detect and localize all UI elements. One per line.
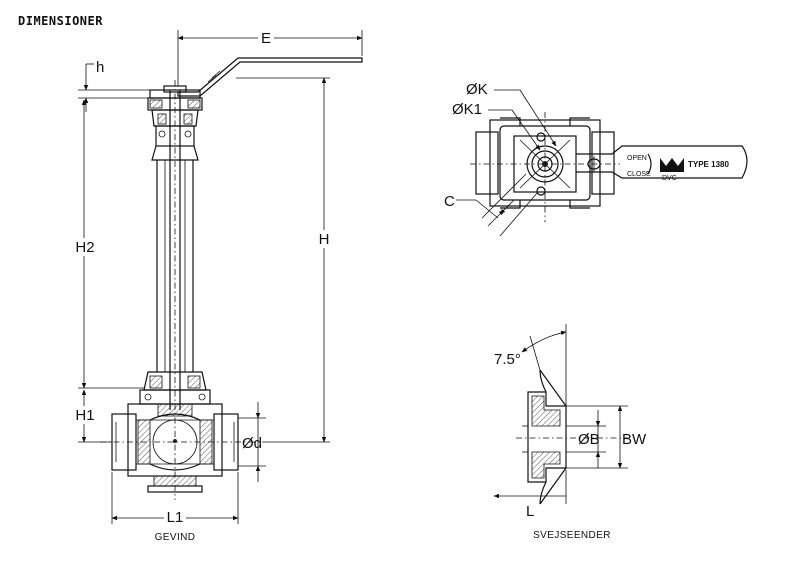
caption-gevind: GEVIND xyxy=(155,532,196,543)
caption-svejseender: SVEJSEENDER xyxy=(533,530,611,541)
handle-open: OPEN xyxy=(627,155,647,162)
dimension-L1: L1 xyxy=(111,472,239,526)
dimension-H: H xyxy=(236,77,334,443)
dimension-H2: H2 xyxy=(72,99,144,389)
dimension-Od: Ød xyxy=(238,402,266,482)
label-OK1: ØK1 xyxy=(452,101,482,118)
handle-brand: DVC xyxy=(662,175,677,182)
top-view: OPEN CLOSE DVC TYPE 1380 ØK ØK1 C xyxy=(444,81,748,237)
dimension-h: h xyxy=(78,59,150,112)
label-OK: ØK xyxy=(466,81,488,98)
handle-type: TYPE 1380 xyxy=(688,160,729,169)
page-title: DIMENSIONER xyxy=(18,14,103,28)
valve-body xyxy=(100,403,262,493)
label-BW: BW xyxy=(622,431,647,448)
label-L1: L1 xyxy=(167,509,184,526)
label-L: L xyxy=(526,503,534,520)
extension-tube xyxy=(156,80,194,500)
label-E: E xyxy=(261,30,271,47)
dimension-H1: H1 xyxy=(72,389,112,443)
handle-close: CLOSE xyxy=(627,171,651,178)
bonnet xyxy=(139,371,211,417)
handle-lever xyxy=(177,57,363,97)
weld-end-view: 7.5° ØB BW L SVEJSEENDER xyxy=(493,324,647,541)
label-h: h xyxy=(96,59,104,76)
label-Od: Ød xyxy=(242,435,262,452)
label-C: C xyxy=(444,193,455,210)
label-angle: 7.5° xyxy=(494,351,521,368)
label-H2: H2 xyxy=(75,239,94,256)
label-H: H xyxy=(319,231,330,248)
label-H1: H1 xyxy=(75,407,94,424)
label-OB: ØB xyxy=(578,431,600,448)
side-elevation-view: E h H2 H1 H xyxy=(72,30,363,543)
dimension-E: E xyxy=(177,30,363,86)
